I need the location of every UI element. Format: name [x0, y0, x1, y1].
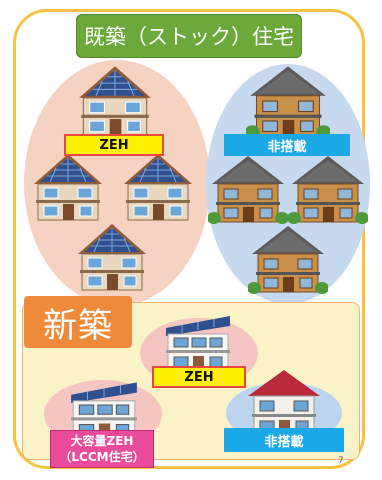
- large-zeh-badge: 大容量ZEH （LCCM住宅）: [50, 430, 154, 468]
- large-zeh-badge-line1: 大容量ZEH: [70, 434, 134, 448]
- new-housing-label: 新築: [24, 296, 132, 348]
- house-with-solar-panels-icon: [72, 62, 158, 138]
- house-with-solar-panels-icon: [28, 150, 108, 222]
- existing-housing-title: 既築（ストック）住宅: [76, 14, 302, 58]
- house-without-solar-panels-icon: [208, 152, 288, 224]
- house-with-solar-panels-icon: [118, 150, 198, 222]
- page-number: 7: [338, 456, 344, 466]
- non-equipped-new-badge: 非搭載: [224, 428, 344, 452]
- large-zeh-badge-line2: （LCCM住宅）: [59, 450, 145, 464]
- house-with-solar-panels-icon: [72, 220, 152, 292]
- non-equipped-badge: 非搭載: [224, 134, 350, 156]
- house-with-solar-panels-icon: [156, 302, 240, 374]
- house-without-solar-panels-icon: [246, 62, 330, 138]
- existing-housing-frame: [13, 9, 365, 469]
- zeh-badge: ZEH: [64, 134, 164, 156]
- house-without-solar-panels-icon: [288, 152, 368, 224]
- zeh-new-badge: ZEH: [152, 366, 246, 388]
- house-without-solar-panels-icon: [248, 222, 328, 294]
